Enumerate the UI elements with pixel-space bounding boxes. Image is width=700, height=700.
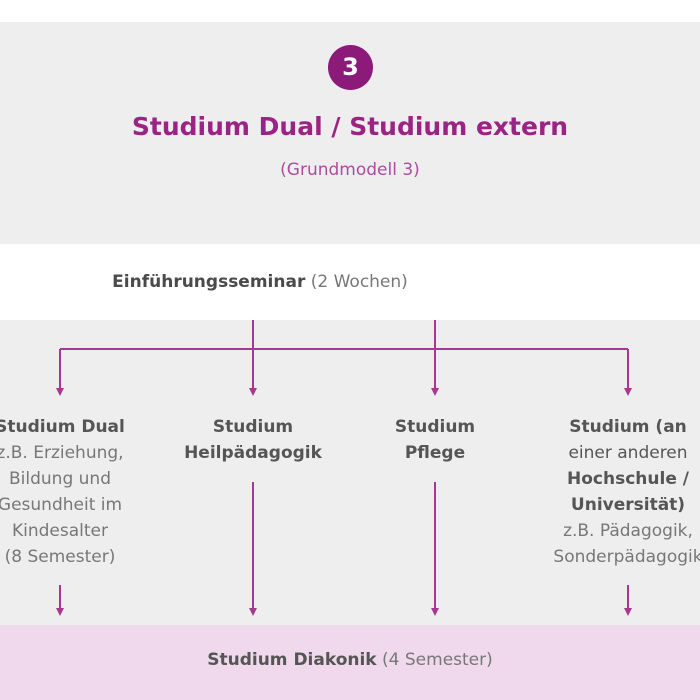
intro-seminar: Einführungsseminar (2 Wochen) [0, 272, 520, 292]
options-band [0, 320, 700, 625]
study-option-title: Hochschule / [567, 469, 689, 489]
intro-band [0, 244, 700, 320]
study-option-detail: Bildung und [9, 469, 111, 489]
intro-seminar-label: Einführungsseminar [112, 272, 306, 292]
study-option-detail: Sonderpädagogik [553, 547, 700, 567]
study-option-dual: Studium Dual z.B. Erziehung, Bildung und… [0, 414, 170, 570]
intro-seminar-duration: (2 Wochen) [305, 272, 408, 292]
footer-diakonik: Studium Diakonik (4 Semester) [0, 650, 700, 670]
study-option-title: Studium [212, 417, 294, 437]
footer-duration: (4 Semester) [376, 650, 493, 670]
study-option-title: einer anderen [568, 443, 688, 463]
page-title: Studium Dual / Studium extern [131, 112, 569, 141]
study-option-detail: z.B. Erziehung, [0, 443, 124, 463]
study-option-title: Studium Dual [0, 417, 125, 437]
study-option-detail: z.B. Pädagogik, [563, 521, 693, 541]
study-option-heilpaedagogik: Studium Heilpädagogik [163, 414, 343, 466]
study-option-title: Pflege [404, 443, 466, 463]
study-option-detail: Gesundheit im [0, 495, 123, 515]
study-option-title: Studium (an [569, 417, 687, 437]
footer-band [0, 625, 700, 700]
study-option-other-university: Studium (an einer anderen Hochschule / U… [518, 414, 700, 570]
page-subtitle: (Grundmodell 3) [280, 160, 420, 180]
model-number-badge: 3 [328, 45, 373, 90]
study-option-detail: (8 Semester) [4, 547, 116, 567]
study-option-detail: Kindesalter [11, 521, 108, 541]
study-option-title: Heilpädagogik [184, 443, 322, 463]
study-option-title: Universität) [570, 495, 686, 515]
study-option-title: Studium [394, 417, 476, 437]
footer-label: Studium Diakonik [207, 650, 377, 670]
study-option-pflege: Studium Pflege [355, 414, 515, 466]
